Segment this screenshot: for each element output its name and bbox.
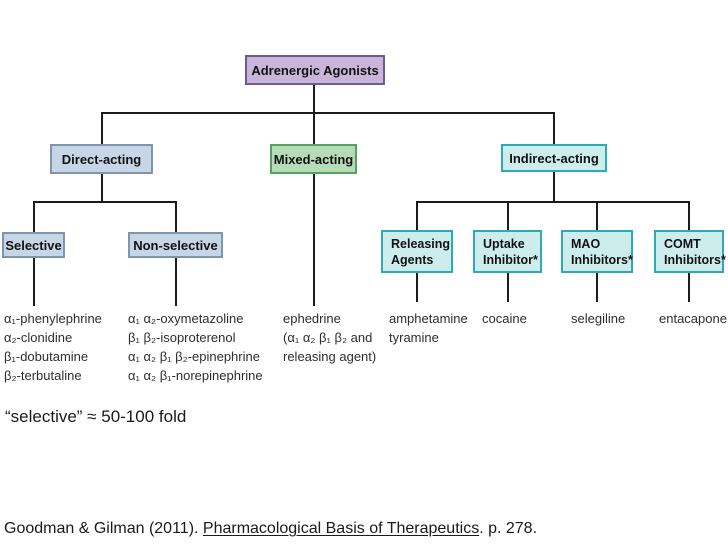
drug-item: amphetamine: [389, 311, 468, 326]
drug-item: β₂-terbutaline: [4, 368, 82, 383]
citation-prefix: Goodman & Gilman (2011).: [4, 520, 203, 537]
comt-inhibitors-box: COMT Inhibitors*: [654, 230, 726, 273]
connector-direct-horizontal: [33, 201, 177, 203]
connector-mixed-to-list: [313, 174, 315, 306]
drug-item: α₂-clonidine: [4, 330, 73, 345]
connector-direct-down: [101, 174, 103, 203]
drug-item: cocaine: [482, 311, 527, 326]
adrenergic-agonists-box: Adrenergic Agonists: [245, 55, 385, 85]
connector-nonselective-to-list: [175, 258, 177, 306]
connector-to-direct: [101, 112, 103, 144]
connector-to-comt: [688, 201, 690, 230]
connector-comt-to-list: [688, 273, 690, 302]
direct-acting-box: Direct-acting: [50, 144, 153, 174]
drug-item: α₁ α₂-oxymetazoline: [128, 311, 244, 326]
drug-item: β₁-dobutamine: [4, 349, 89, 364]
non-selective-drug-list: α₁ α₂-oxymetazoline β₁ β₂-isoproterenol …: [128, 309, 263, 385]
drug-item: ephedrine: [283, 311, 341, 326]
releasing-agents-label-line1: Releasing: [391, 236, 451, 251]
drug-item: α₁ α₂ β₁ β₂-epinephrine: [128, 349, 260, 364]
non-selective-box: Non-selective: [128, 232, 223, 258]
connector-releasing-to-list: [416, 273, 418, 302]
mixed-acting-box: Mixed-acting: [270, 144, 357, 174]
connector-to-mao: [596, 201, 598, 230]
drug-item: releasing agent): [283, 349, 377, 364]
drug-item: (α₁ α₂ β₁ β₂ and: [283, 330, 373, 345]
releasing-drug-list: amphetamine tyramine: [389, 309, 468, 347]
connector-level1-horizontal: [101, 112, 555, 114]
indirect-acting-box: Indirect-acting: [501, 144, 607, 172]
connector-to-indirect: [553, 112, 555, 144]
selectivity-note: “selective” ≈ 50-100 fold: [5, 407, 187, 426]
mao-inhibitors-box: MAO Inhibitors*: [561, 230, 633, 273]
selective-drug-list: α₁-phenylephrine α₂-clonidine β₁-dobutam…: [4, 309, 102, 385]
uptake-drug-list: cocaine: [482, 309, 527, 328]
connector-selective-to-list: [33, 258, 35, 306]
mixed-drug-list: ephedrine (α₁ α₂ β₁ β₂ and releasing age…: [283, 309, 376, 366]
citation: Goodman & Gilman (2011). Pharmacological…: [4, 520, 537, 538]
drug-item: tyramine: [389, 330, 439, 345]
connector-to-releasing: [416, 201, 418, 230]
releasing-agents-label-line2: Agents: [391, 252, 434, 267]
mao-drug-list: selegiline: [571, 309, 625, 328]
uptake-inhibitor-box: Uptake Inhibitor*: [473, 230, 542, 273]
connector-to-selective: [33, 201, 35, 232]
drug-item: β₁ β₂-isoproterenol: [128, 330, 236, 345]
connector-to-non-selective: [175, 201, 177, 232]
drug-item: entacapone: [659, 311, 727, 326]
connector-indirect-horizontal: [416, 201, 690, 203]
uptake-inhibitor-label-line1: Uptake: [483, 236, 525, 251]
uptake-inhibitor-label-line2: Inhibitor*: [483, 252, 538, 267]
comt-inhibitors-label-line1: COMT: [664, 236, 701, 251]
connector-mao-to-list: [596, 273, 598, 302]
citation-suffix: . p. 278.: [479, 520, 538, 537]
connector-root-to-mixed: [313, 85, 315, 144]
connector-indirect-down: [553, 172, 555, 203]
drug-item: α₁ α₂ β₁-norepinephrine: [128, 368, 263, 383]
mao-inhibitors-label-line1: MAO: [571, 236, 601, 251]
comt-inhibitors-label-line2: Inhibitors*: [664, 252, 726, 267]
releasing-agents-box: Releasing Agents: [381, 230, 453, 273]
citation-book-title: Pharmacological Basis of Therapeutics: [202, 520, 480, 537]
connector-to-uptake: [507, 201, 509, 230]
selective-box: Selective: [2, 232, 65, 258]
drug-item: α₁-phenylephrine: [4, 311, 102, 326]
mao-inhibitors-label-line2: Inhibitors*: [571, 252, 633, 267]
drug-item: selegiline: [571, 311, 626, 326]
comt-drug-list: entacapone: [659, 309, 727, 328]
connector-uptake-to-list: [507, 273, 509, 302]
